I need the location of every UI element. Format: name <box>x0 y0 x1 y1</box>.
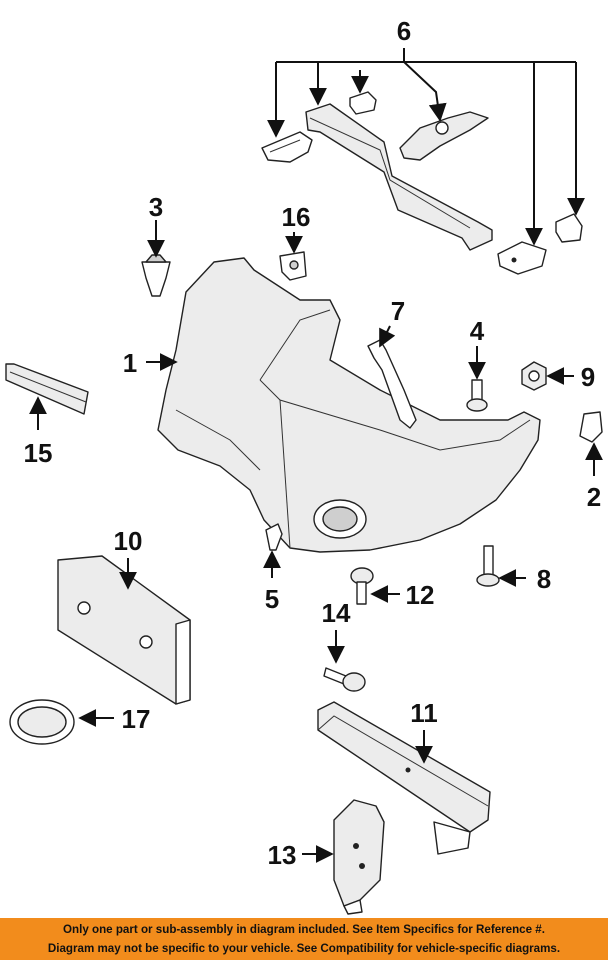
callout-17: 17 <box>122 704 151 734</box>
callout-16: 16 <box>282 202 311 232</box>
callout-9: 9 <box>581 362 595 392</box>
callout-13: 13 <box>268 840 297 870</box>
part-6-frame-rail <box>261 91 583 275</box>
part-8-stud <box>476 545 500 587</box>
callout-15: 15 <box>24 438 53 468</box>
part-12-bolt <box>350 567 374 605</box>
callout-8: 8 <box>537 564 551 594</box>
callout-6: 6 <box>397 16 411 46</box>
part-4-screw <box>466 379 488 412</box>
callout-10: 10 <box>114 526 143 556</box>
part-10-plate-bracket <box>57 555 191 705</box>
parts-diagram: 6 3 16 7 1 4 9 15 2 10 5 12 8 14 17 11 1… <box>5 16 603 915</box>
callout-11: 11 <box>410 698 438 728</box>
disclaimer-line-1: Only one part or sub-assembly in diagram… <box>63 923 545 936</box>
part-2-clip <box>579 411 603 443</box>
callout-5: 5 <box>265 584 279 614</box>
callout-14: 14 <box>322 598 351 628</box>
part-9-nut <box>521 361 547 391</box>
callout-4: 4 <box>470 316 485 346</box>
callout-3: 3 <box>149 192 163 222</box>
part-3-push-clip <box>141 254 171 297</box>
part-1-bumper-cover <box>157 257 541 553</box>
callout-numbers: 6 3 16 7 1 4 9 15 2 10 5 12 8 14 17 11 1… <box>24 16 602 870</box>
callout-7: 7 <box>391 296 405 326</box>
part-15-molding <box>5 363 89 415</box>
leader-lines <box>29 48 603 863</box>
disclaimer-banner: Only one part or sub-assembly in diagram… <box>0 918 608 960</box>
part-17-bezel <box>9 699 75 745</box>
part-11-impact-bar <box>317 701 491 855</box>
part-14-bolt <box>323 667 366 692</box>
part-13-bracket <box>333 799 385 915</box>
part-5-push-pin <box>265 523 283 551</box>
callout-12: 12 <box>406 580 435 610</box>
callout-2: 2 <box>587 482 601 512</box>
part-16-clip <box>279 251 307 281</box>
callout-1: 1 <box>123 348 137 378</box>
disclaimer-line-2: Diagram may not be specific to your vehi… <box>47 942 561 955</box>
